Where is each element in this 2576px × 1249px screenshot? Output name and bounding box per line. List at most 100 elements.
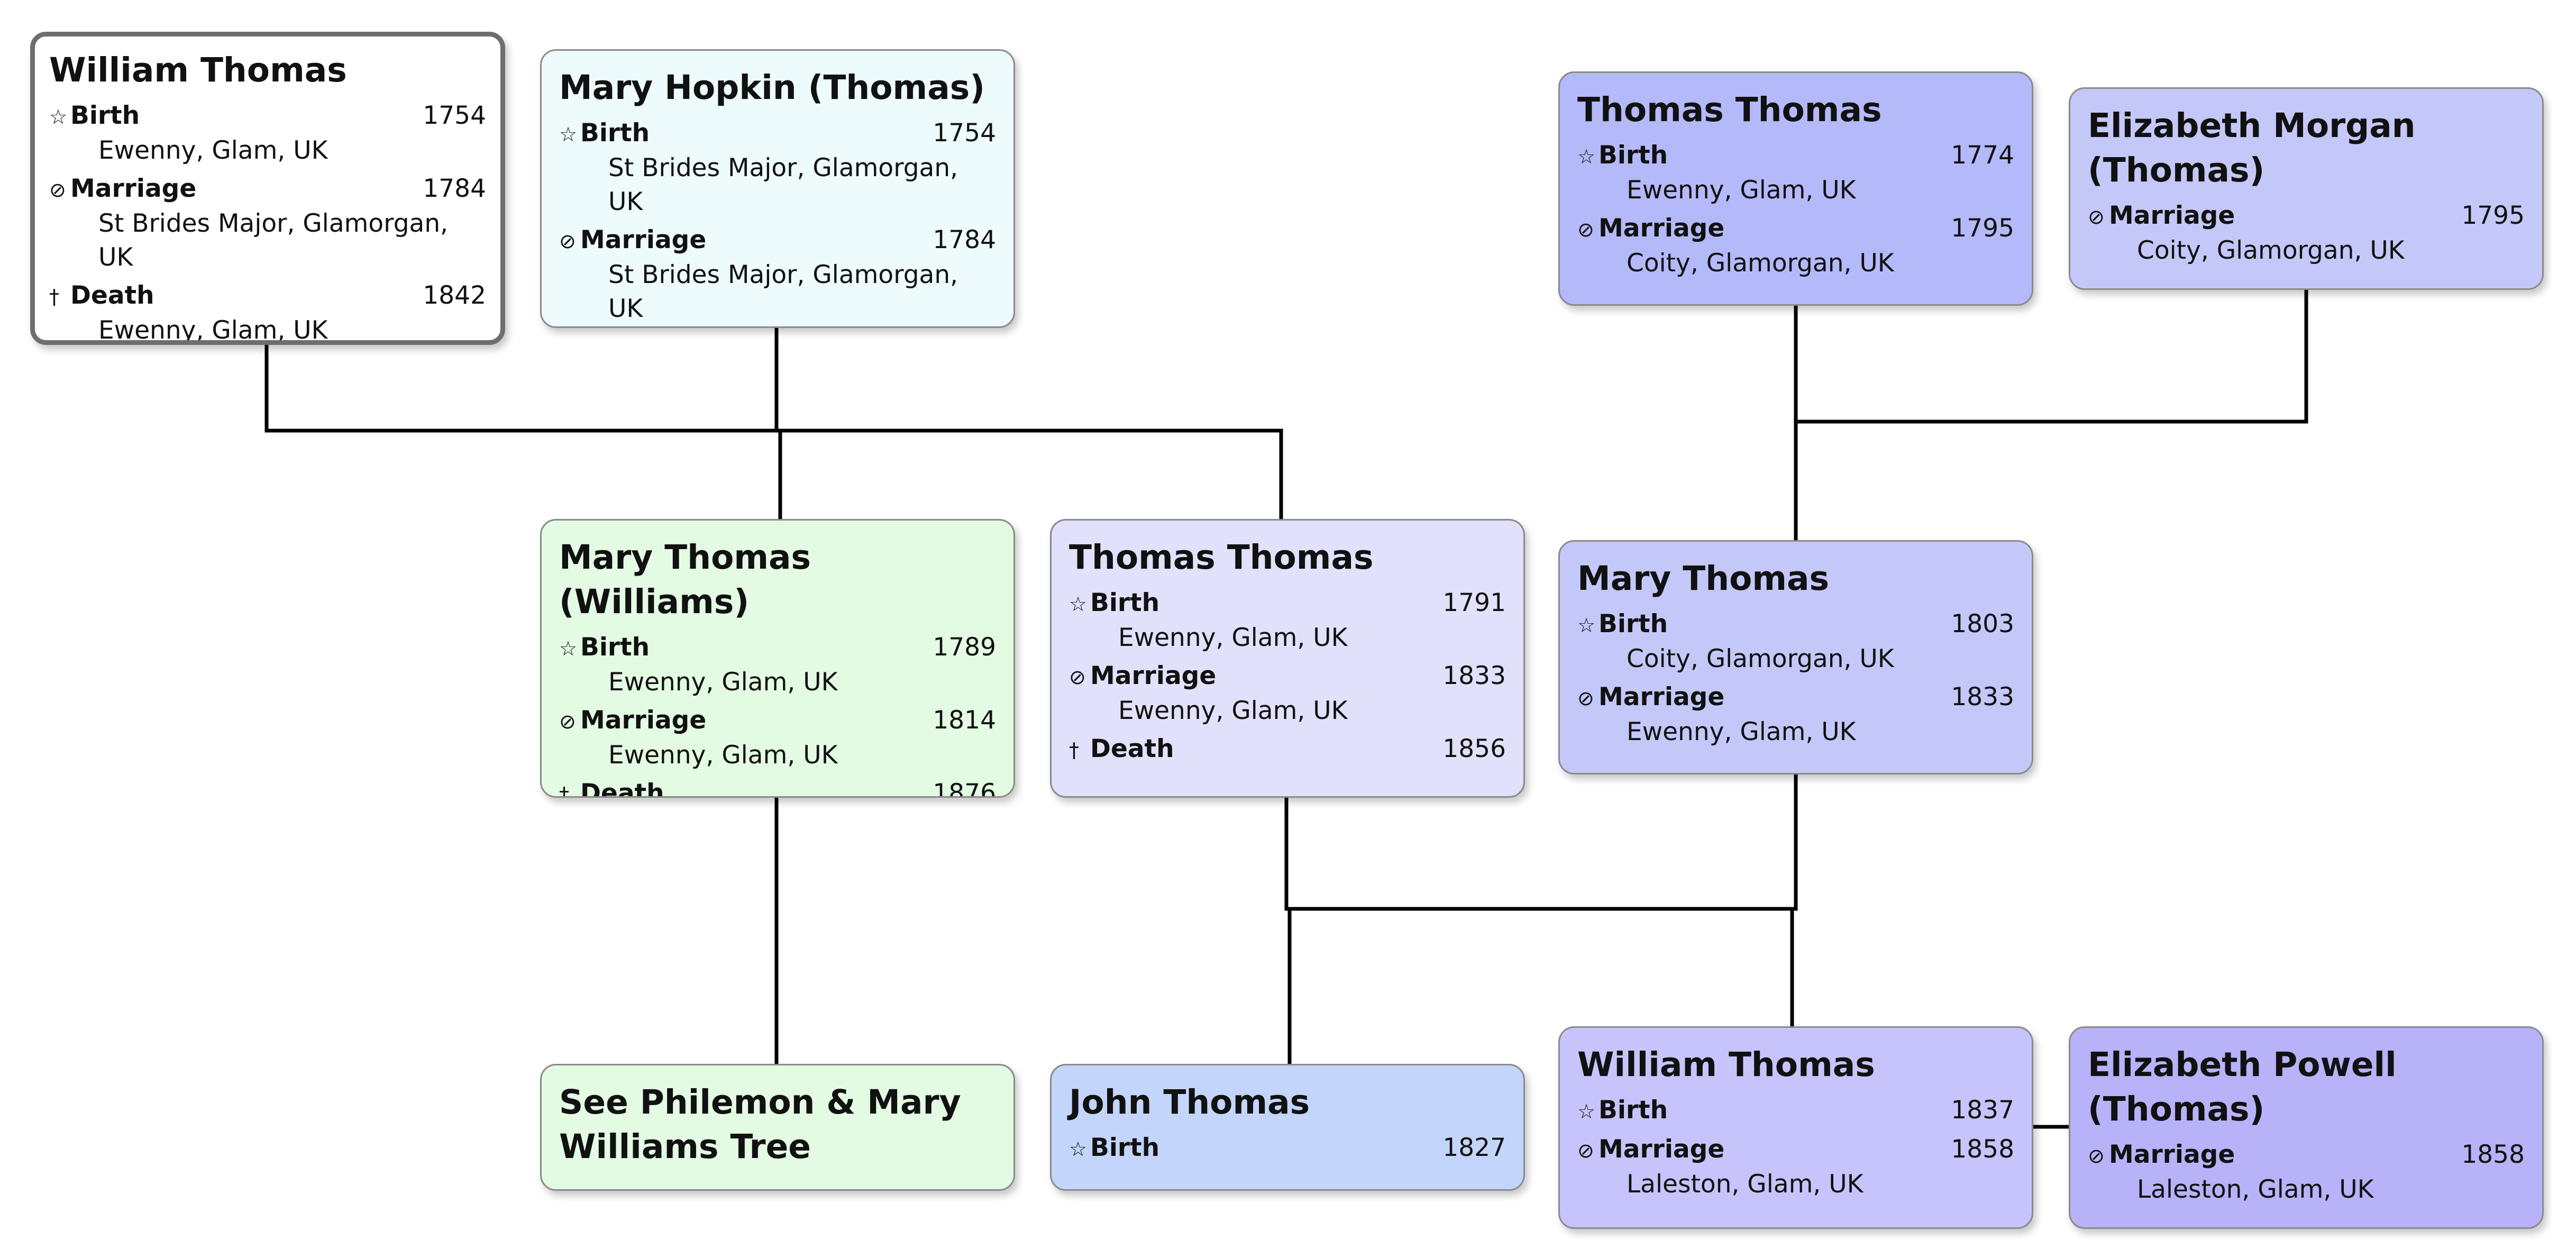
person-name: John Thomas — [1069, 1083, 1310, 1122]
event-place: Ewenny, Glam, UK — [1627, 176, 1856, 205]
star-icon: ☆ — [1577, 145, 1596, 168]
event-label: Birth — [1090, 588, 1160, 617]
event-place: Ewenny, Glam, UK — [98, 316, 328, 345]
star-icon: ☆ — [559, 123, 578, 146]
person-name: See Philemon & Mary Williams Tree — [559, 1083, 961, 1166]
event-year: 1774 — [1951, 141, 2014, 170]
event-place: St Brides Major, Glamorgan, UK — [608, 153, 958, 216]
event-year: 1784 — [933, 225, 996, 254]
event-place: Ewenny, Glam, UK — [1627, 717, 1856, 746]
event-label: Marriage — [70, 174, 197, 203]
event-place: Laleston, Glam, UK — [1627, 1170, 1864, 1199]
event-label-group: ⊘Marriage — [1577, 1133, 1724, 1168]
event-label-group: ☆Birth — [49, 99, 140, 134]
event-label-group: ☆Birth — [559, 631, 650, 665]
event-marriage: ⊘Marriage 1784 St Brides Major, Glamorgan,… — [49, 172, 486, 275]
rings-icon: ⊘ — [1577, 218, 1594, 241]
event-label: Death — [1090, 734, 1174, 763]
event-year: 1791 — [1442, 588, 1506, 617]
event-place: Ewenny, Glam, UK — [608, 668, 838, 697]
person-name: Mary Hopkin (Thomas) — [559, 68, 985, 107]
event-label: Marriage — [1090, 661, 1217, 690]
person-name: Mary Thomas — [1577, 559, 1830, 598]
rings-icon: ⊘ — [49, 178, 66, 202]
event-label: Birth — [580, 633, 650, 662]
rings-icon: ⊘ — [2088, 205, 2105, 229]
event-label-group: ☆Birth — [1069, 1131, 1159, 1166]
event-place: Laleston, Glam, UK — [2137, 1175, 2374, 1204]
star-icon: ☆ — [1069, 592, 1088, 616]
event-year: 1814 — [933, 706, 996, 735]
connector-line — [264, 345, 778, 433]
rings-icon: ⊘ — [559, 710, 576, 733]
event-label: Marriage — [580, 706, 707, 735]
event-place: Coity, Glamorgan, UK — [2137, 236, 2405, 265]
event-place: St Brides Major, Glamorgan, UK — [98, 209, 449, 272]
rings-icon: ⊘ — [559, 230, 576, 253]
event-label-group: ⊘Marriage — [2088, 199, 2235, 234]
event-label-group: ⊘Marriage — [49, 172, 196, 207]
event-place: Ewenny, Glam, UK — [98, 136, 328, 165]
person-name: Mary Thomas (Williams) — [559, 538, 811, 621]
event-label: Marriage — [2109, 201, 2235, 230]
event-label: Death — [70, 281, 154, 310]
person-name: Elizabeth Morgan (Thomas) — [2088, 106, 2416, 189]
event-label: Birth — [1598, 609, 1668, 639]
event-year: 1754 — [933, 118, 996, 148]
person-card[interactable]: See Philemon & Mary Williams Tree — [540, 1064, 1015, 1191]
event-label-group: †Death — [559, 777, 664, 796]
event-label-group: ⊘Marriage — [559, 223, 706, 258]
star-icon: ☆ — [1577, 1100, 1596, 1123]
event-label-group: ⊘Marriage — [1069, 659, 1216, 694]
cross-icon: † — [1069, 739, 1079, 762]
event-label: Birth — [70, 101, 140, 130]
event-year: 1858 — [2461, 1140, 2525, 1169]
event-row: ⊘Marriage 1784 — [49, 172, 486, 207]
connector-line — [1284, 774, 1798, 911]
event-label: Marriage — [1598, 214, 1725, 243]
event-label-group: ⊘Marriage — [1577, 680, 1724, 715]
star-icon: ☆ — [1577, 614, 1596, 637]
rings-icon: ⊘ — [1577, 687, 1594, 710]
event-label: Birth — [1090, 1133, 1160, 1162]
event-label: Marriage — [1598, 682, 1725, 712]
event-place: Ewenny, Glam, UK — [608, 741, 838, 770]
event-year: 1784 — [423, 174, 486, 203]
person-name: Elizabeth Powell (Thomas) — [2088, 1045, 2397, 1128]
star-icon: ☆ — [1069, 1137, 1088, 1161]
event-year: 1876 — [933, 779, 996, 798]
connector-line — [778, 429, 1283, 519]
